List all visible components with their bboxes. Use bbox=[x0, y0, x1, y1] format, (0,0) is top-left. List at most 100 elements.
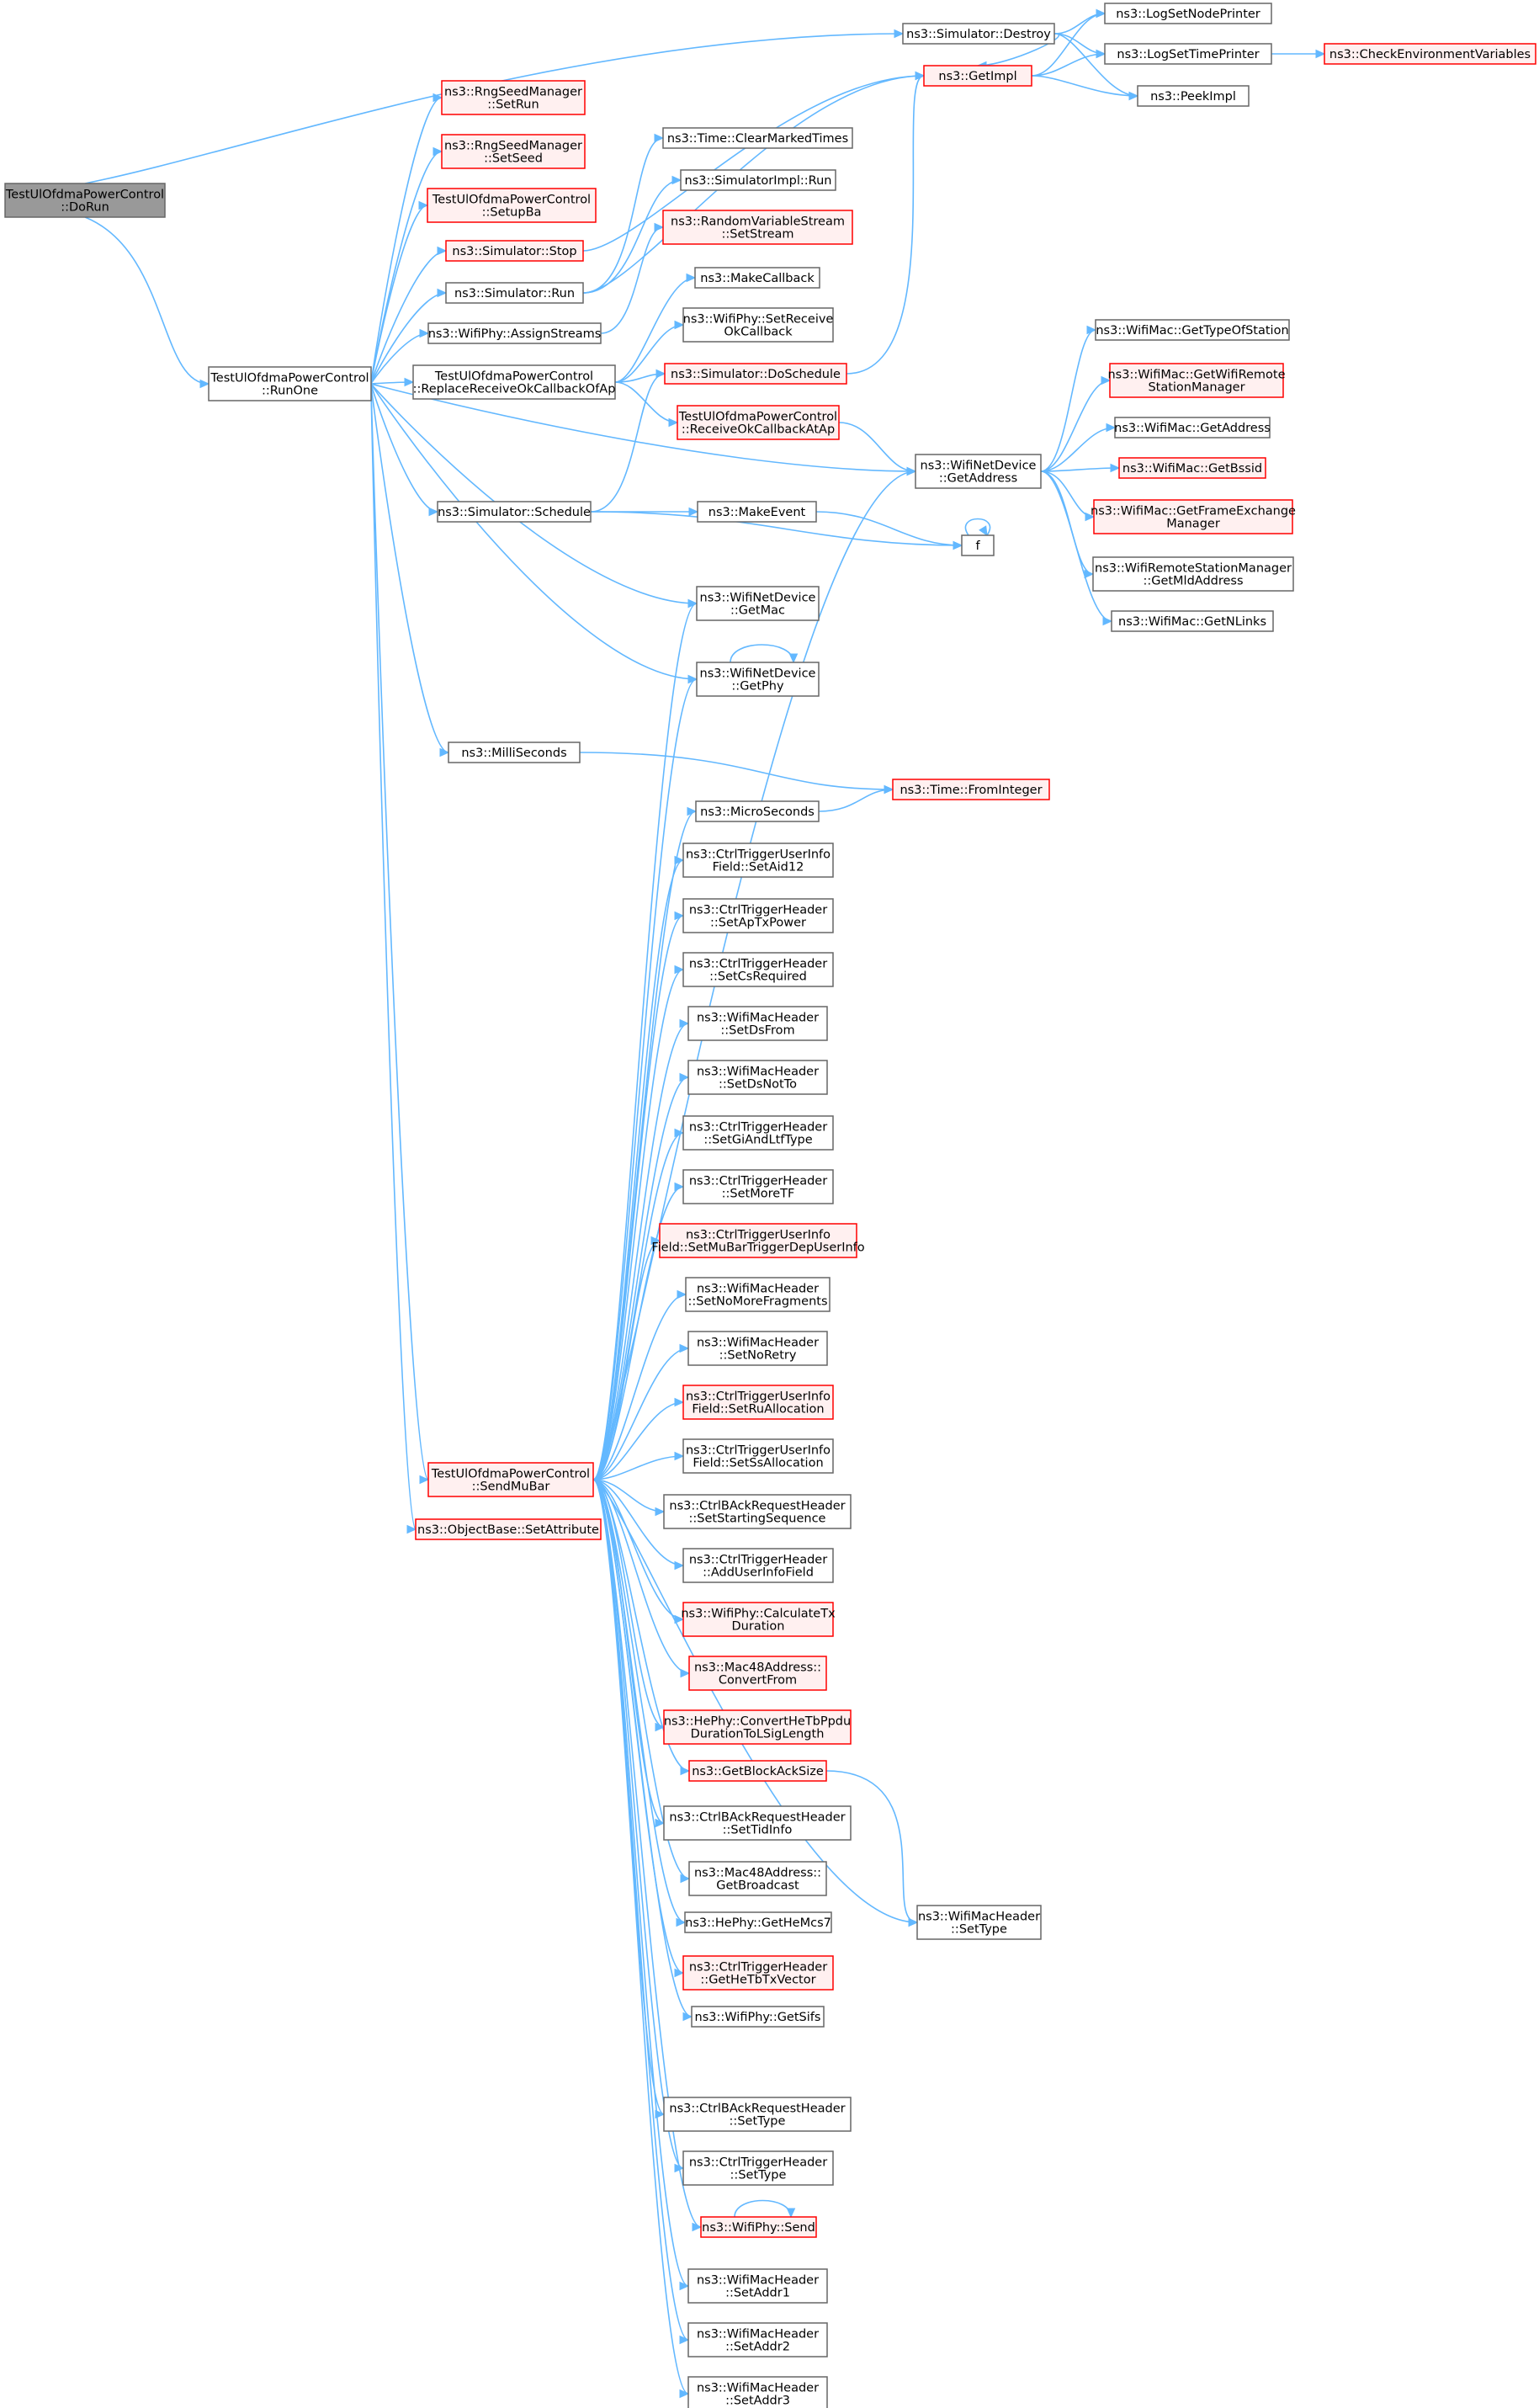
node-setdsnotto[interactable]: ns3::WifiMacHeader::SetDsNotTo bbox=[687, 1060, 828, 1095]
node-sendmubar[interactable]: TestUlOfdmaPowerControl::SendMuBar bbox=[427, 1462, 594, 1497]
node-setaptxpower[interactable]: ns3::CtrlTriggerHeader::SetApTxPower bbox=[682, 898, 834, 933]
node-macgetaddress[interactable]: ns3::WifiMac::GetAddress bbox=[1114, 417, 1271, 439]
node-simimplrun[interactable]: ns3::SimulatorImpl::Run bbox=[680, 169, 836, 191]
node-gethetbtxvector[interactable]: ns3::CtrlTriggerHeader::GetHeTbTxVector bbox=[682, 1955, 834, 1991]
node-setmubartrigger[interactable]: ns3::CtrlTriggerUserInfoField::SetMuBarT… bbox=[651, 1223, 865, 1258]
node-milliseconds[interactable]: ns3::MilliSeconds bbox=[448, 742, 581, 763]
node-destroy[interactable]: ns3::Simulator::Destroy bbox=[902, 23, 1055, 45]
node-getsifs[interactable]: ns3::WifiPhy::GetSifs bbox=[691, 2006, 825, 2028]
node-setupba[interactable]: TestUlOfdmaPowerControl::SetupBa bbox=[427, 188, 597, 223]
edge-doschedule-to-getimpl bbox=[846, 75, 925, 375]
edge-getimpl-to-lognode bbox=[1031, 13, 1106, 77]
node-triggersettype[interactable]: ns3::CtrlTriggerHeader::SetType bbox=[682, 2150, 834, 2186]
node-makecallback[interactable]: ns3::MakeCallback bbox=[694, 267, 820, 289]
node-setruallocation[interactable]: ns3::CtrlTriggerUserInfoField::SetRuAllo… bbox=[682, 1385, 834, 1420]
node-clearmarked[interactable]: ns3::Time::ClearMarkedTimes bbox=[662, 127, 853, 149]
node-box bbox=[687, 2268, 828, 2304]
node-getimpl[interactable]: ns3::GetImpl bbox=[923, 65, 1032, 87]
node-label-line: ::SetMoreTF bbox=[722, 1188, 795, 1201]
edge-sendmubar-to-setdsnotto bbox=[592, 1076, 689, 1480]
node-setattribute[interactable]: ns3::ObjectBase::SetAttribute bbox=[415, 1518, 602, 1540]
node-gethemcs7[interactable]: ns3::HePhy::GetHeMcs7 bbox=[684, 1911, 832, 1933]
node-runone[interactable]: TestUlOfdmaPowerControl::RunOne bbox=[208, 366, 372, 401]
node-label-line: ns3::WifiPhy::SetReceive bbox=[683, 313, 834, 327]
node-getmac[interactable]: ns3::WifiNetDevice::GetMac bbox=[696, 586, 820, 621]
edge-runone-to-getphy bbox=[370, 383, 697, 680]
node-setdsfrom[interactable]: ns3::WifiMacHeader::SetDsFrom bbox=[687, 1006, 828, 1041]
node-frominteger[interactable]: ns3::Time::FromInteger bbox=[892, 779, 1050, 800]
node-checkenv[interactable]: ns3::CheckEnvironmentVariables bbox=[1324, 43, 1536, 65]
node-lognode[interactable]: ns3::LogSetNodePrinter bbox=[1104, 3, 1272, 24]
node-getphy[interactable]: ns3::WifiNetDevice::GetPhy bbox=[696, 662, 820, 697]
node-box bbox=[441, 80, 586, 115]
edge-sendmubar-to-calctxduration bbox=[592, 1479, 684, 1620]
node-schedule[interactable]: ns3::Simulator::Schedule bbox=[437, 501, 592, 523]
root-node-dorun[interactable]: TestUlOfdmaPowerControl::DoRun bbox=[4, 183, 166, 218]
node-assignstreams[interactable]: ns3::WifiPhy::AssignStreams bbox=[427, 322, 602, 344]
node-box bbox=[662, 127, 853, 149]
node-convertfrom[interactable]: ns3::Mac48Address::ConvertFrom bbox=[688, 1656, 827, 1691]
node-setnoretry[interactable]: ns3::WifiMacHeader::SetNoRetry bbox=[687, 1331, 828, 1366]
node-box bbox=[1095, 319, 1290, 341]
edge-makeevent-to-f-arrowhead bbox=[953, 540, 963, 550]
edge-runone-to-rngsetseed-arrowhead bbox=[433, 146, 443, 157]
node-receiveokap[interactable]: TestUlOfdmaPowerControl::ReceiveOkCallba… bbox=[677, 405, 840, 440]
node-physend[interactable]: ns3::WifiPhy::Send bbox=[700, 2216, 817, 2238]
node-getbroadcast[interactable]: ns3::Mac48Address::GetBroadcast bbox=[688, 1861, 827, 1896]
edge-runone-to-milliseconds bbox=[370, 383, 449, 753]
node-setmoretf[interactable]: ns3::CtrlTriggerHeader::SetMoreTF bbox=[682, 1169, 834, 1204]
node-box bbox=[685, 1277, 831, 1312]
node-replacecb[interactable]: TestUlOfdmaPowerControl::ReplaceReceiveO… bbox=[412, 364, 616, 400]
node-peekimpl[interactable]: ns3::PeekImpl bbox=[1137, 85, 1250, 107]
node-setstream[interactable]: ns3::RandomVariableStream::SetStream bbox=[662, 210, 853, 245]
node-label-line: ns3::WifiNetDevice bbox=[700, 592, 816, 605]
node-getnlinks[interactable]: ns3::WifiMac::GetNLinks bbox=[1111, 610, 1274, 632]
node-label-line: ns3::RngSeedManager bbox=[444, 86, 582, 99]
node-label-line: ns3::WifiMacHeader bbox=[697, 2382, 819, 2395]
node-doschedule[interactable]: ns3::Simulator::DoSchedule bbox=[664, 363, 847, 385]
node-getaddress[interactable]: ns3::WifiNetDevice::GetAddress bbox=[915, 454, 1042, 489]
node-makeevent[interactable]: ns3::MakeEvent bbox=[697, 501, 817, 523]
node-rngsetrun[interactable]: ns3::RngSeedManager::SetRun bbox=[441, 80, 586, 115]
node-setaddr2[interactable]: ns3::WifiMacHeader::SetAddr2 bbox=[687, 2322, 828, 2358]
node-setgiandltf[interactable]: ns3::CtrlTriggerHeader::SetGiAndLtfType bbox=[682, 1115, 834, 1151]
node-setcsrequired[interactable]: ns3::CtrlTriggerHeader::SetCsRequired bbox=[682, 952, 834, 987]
node-setssallocation[interactable]: ns3::CtrlTriggerUserInfoField::SetSsAllo… bbox=[682, 1438, 834, 1474]
edge-logtime-to-checkenv-arrowhead bbox=[1315, 49, 1326, 59]
node-getmldaddress[interactable]: ns3::WifiRemoteStationManager::GetMldAdd… bbox=[1092, 556, 1294, 592]
node-simstop[interactable]: ns3::Simulator::Stop bbox=[445, 240, 584, 262]
node-label-line: ::AddUserInfoField bbox=[703, 1566, 814, 1580]
node-barsettype[interactable]: ns3::CtrlBAckRequestHeader::SetType bbox=[663, 2097, 852, 2132]
node-box bbox=[682, 952, 834, 987]
node-logtime[interactable]: ns3::LogSetTimePrinter bbox=[1104, 43, 1272, 65]
node-converthetb[interactable]: ns3::HePhy::ConvertHeTbPpduDurationToLSi… bbox=[663, 1709, 852, 1745]
node-label-line: ::SetType bbox=[951, 1923, 1007, 1937]
node-gettypeofstation[interactable]: ns3::WifiMac::GetTypeOfStation bbox=[1095, 319, 1290, 341]
node-label-line: ns3::WifiNetDevice bbox=[700, 667, 816, 681]
node-settidinfo[interactable]: ns3::CtrlBAckRequestHeader::SetTidInfo bbox=[663, 1805, 852, 1841]
edge-replacecb-to-makecallback-arrowhead bbox=[686, 273, 697, 283]
node-setaddr3[interactable]: ns3::WifiMacHeader::SetAddr3 bbox=[687, 2376, 828, 2408]
node-macheadersettype[interactable]: ns3::WifiMacHeader::SetType bbox=[916, 1905, 1042, 1940]
node-microseconds[interactable]: ns3::MicroSeconds bbox=[695, 800, 820, 822]
node-box bbox=[892, 779, 1050, 800]
node-label-line: GetBroadcast bbox=[716, 1879, 799, 1893]
node-box bbox=[663, 1805, 852, 1841]
node-simrun[interactable]: ns3::Simulator::Run bbox=[445, 282, 584, 304]
node-getbssid[interactable]: ns3::WifiMac::GetBssid bbox=[1118, 457, 1266, 479]
node-setstartingseq[interactable]: ns3::CtrlBAckRequestHeader::SetStartingS… bbox=[663, 1494, 852, 1529]
node-adduserinfo[interactable]: ns3::CtrlTriggerHeader::AddUserInfoField bbox=[682, 1548, 834, 1583]
node-setaddr1[interactable]: ns3::WifiMacHeader::SetAddr1 bbox=[687, 2268, 828, 2304]
node-label-line: ns3::WifiPhy::CalculateTx bbox=[681, 1608, 836, 1621]
node-rngsetseed[interactable]: ns3::RngSeedManager::SetSeed bbox=[441, 134, 586, 169]
node-f[interactable]: f bbox=[961, 534, 995, 556]
node-label-line: Field::SetAid12 bbox=[713, 861, 804, 874]
node-setnomorefrag[interactable]: ns3::WifiMacHeader::SetNoMoreFragments bbox=[685, 1277, 831, 1312]
node-getwifiremote[interactable]: ns3::WifiMac::GetWifiRemoteStationManage… bbox=[1107, 363, 1286, 398]
node-box bbox=[682, 1115, 834, 1151]
node-getblockacksize[interactable]: ns3::GetBlockAckSize bbox=[688, 1760, 827, 1782]
